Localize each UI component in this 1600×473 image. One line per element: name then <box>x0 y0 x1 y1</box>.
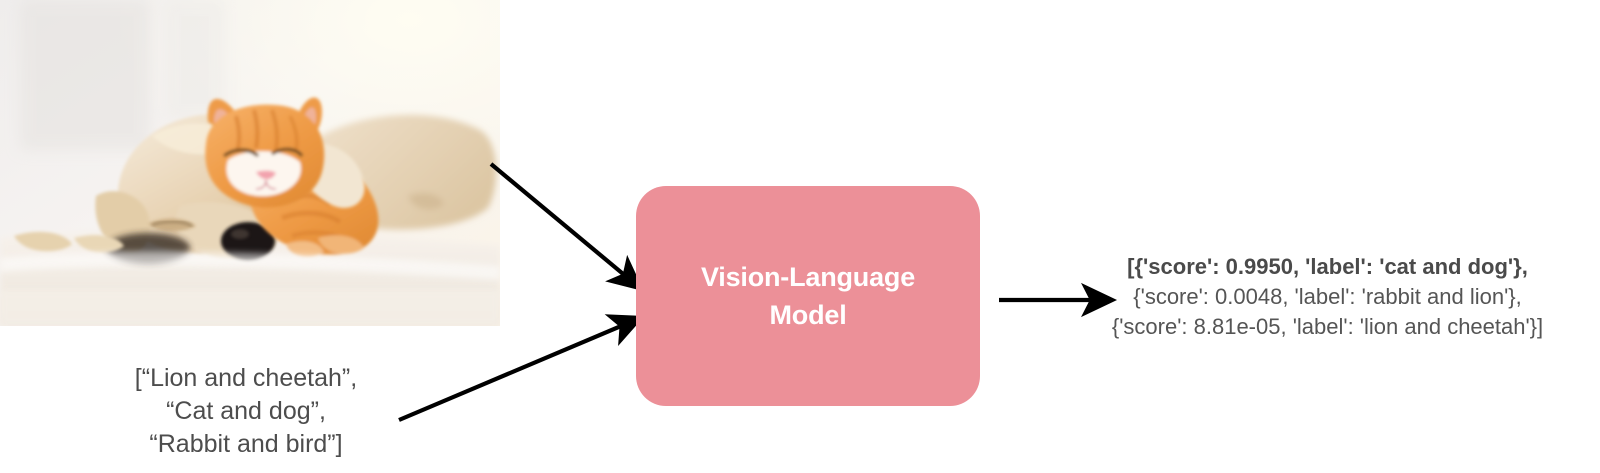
puppy-and-kitten-photo <box>0 0 500 326</box>
output-line-3: {'score': 8.81e-05, 'label': 'lion and c… <box>1111 313 1544 339</box>
model-output-text: [{'score': 0.9950, 'label': 'cat and dog… <box>1055 252 1600 342</box>
input-image <box>0 0 500 326</box>
output-line-1: [{'score': 0.9950, 'label': 'cat and dog… <box>1127 254 1528 279</box>
vision-language-model-box[interactable]: Vision-Language Model <box>636 186 980 406</box>
output-line-2: {'score': 0.0048, 'label': 'rabbit and l… <box>1133 283 1522 309</box>
prompt-to-model-arrow <box>398 314 645 422</box>
prompt-label-list: [“Lion and cheetah”, “Cat and dog”, “Rab… <box>134 364 358 458</box>
image-to-model-arrow <box>489 162 644 292</box>
model-box-label: Vision-Language Model <box>700 261 916 330</box>
